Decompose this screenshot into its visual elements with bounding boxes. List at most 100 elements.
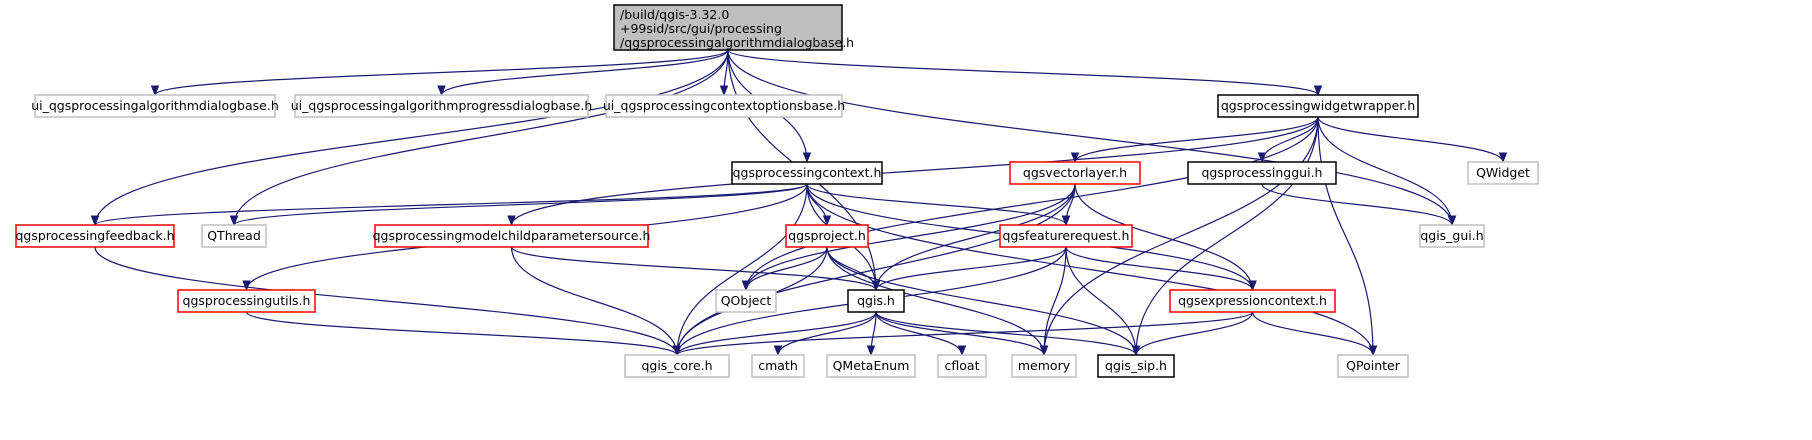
node-label: qgsprocessingmodelchildparametersource.h — [373, 228, 651, 243]
node-label: memory — [1018, 358, 1071, 373]
node-qobject[interactable]: QObject — [715, 289, 777, 313]
edge-project-to-qgissip — [826, 246, 1141, 357]
node-label: qgis_gui.h — [1420, 228, 1483, 243]
edge-context-to-feedback — [91, 183, 808, 227]
edge-vectorlayer-to-exprctx — [1074, 183, 1257, 292]
node-context[interactable]: qgsprocessingcontext.h — [731, 161, 883, 185]
node-qmetaenum[interactable]: QMetaEnum — [826, 354, 916, 378]
node-vectorlayer[interactable]: qgsvectorlayer.h — [1009, 161, 1141, 185]
node-widgetwrapper[interactable]: qgsprocessingwidgetwrapper.h — [1217, 94, 1419, 118]
node-box — [15, 224, 175, 248]
node-project[interactable]: qgsproject.h — [785, 224, 869, 248]
node-label: qgsvectorlayer.h — [1023, 165, 1127, 180]
edge-qgis-to-qgiscore — [672, 311, 877, 357]
edge-widgetwrapper-to-qwidget — [1317, 116, 1508, 164]
edge-widgetwrapper-to-memory — [1039, 116, 1319, 357]
node-qgisgui[interactable]: qgis_gui.h — [1419, 224, 1485, 248]
node-label: ui_qgsprocessingcontextoptionsbase.h — [603, 98, 845, 113]
node-box — [1217, 94, 1419, 118]
node-exprctx[interactable]: qgsexpressioncontext.h — [1169, 289, 1336, 313]
node-label: /build/qgis-3.32.0 — [620, 7, 729, 22]
edge-widgetwrapper-to-qgisgui — [1317, 116, 1457, 227]
node-label: qgsprocessingcontext.h — [733, 165, 882, 180]
edge-root-to-widgetwrapper — [727, 49, 1323, 97]
node-label: ui_qgsprocessingalgorithmprogressdialogb… — [291, 98, 593, 113]
node-label: /qgsprocessingalgorithmdialogbase.h — [620, 35, 854, 50]
node-qthread[interactable]: QThread — [201, 224, 267, 248]
edge-root-to-ui_algdlg — [150, 49, 729, 97]
node-box — [751, 354, 805, 378]
node-box — [785, 224, 869, 248]
edge-exprctx-to-qgissip — [1131, 311, 1254, 357]
edge-widgetwrapper-to-procgui — [1257, 116, 1319, 164]
edge-root-to-qgisgui — [727, 49, 1457, 227]
edge-featreq-to-qgis — [871, 246, 1067, 292]
node-label: QWidget — [1476, 165, 1530, 180]
node-feedback[interactable]: qgsprocessingfeedback.h — [15, 224, 175, 248]
edge-featreq-to-qgissip — [1065, 246, 1141, 357]
edge-project-to-qobject — [741, 246, 828, 292]
node-label: ui_qgsprocessingalgorithmdialogbase.h — [31, 98, 279, 113]
node-box — [731, 161, 883, 185]
edge-widgetwrapper-to-qobject — [741, 116, 1319, 292]
edge-root-to-feedback — [90, 49, 729, 227]
node-qwidget[interactable]: QWidget — [1467, 161, 1539, 185]
node-box — [1169, 289, 1336, 313]
node-box — [624, 354, 730, 378]
node-box — [715, 289, 777, 313]
node-label: QThread — [207, 228, 261, 243]
node-label: cmath — [758, 358, 798, 373]
edge-exprctx-to-qpointer — [1251, 311, 1378, 357]
node-qpointer[interactable]: QPointer — [1337, 354, 1409, 378]
edge-vectorlayer-to-qgiscore — [672, 183, 1076, 357]
node-label: QMetaEnum — [833, 358, 910, 373]
node-ui_progdlg[interactable]: ui_qgsprocessingalgorithmprogressdialogb… — [291, 94, 593, 118]
edge-widgetwrapper-to-vectorlayer — [1070, 116, 1319, 164]
node-qgiscore[interactable]: qgis_core.h — [624, 354, 730, 378]
node-label: qgis.h — [857, 293, 895, 308]
edge-featreq-to-exprctx — [1065, 246, 1257, 292]
node-cmath[interactable]: cmath — [751, 354, 805, 378]
node-box — [294, 94, 589, 118]
node-box — [1337, 354, 1409, 378]
node-box — [1419, 224, 1485, 248]
edges-layer — [90, 49, 1508, 357]
node-memory[interactable]: memory — [1011, 354, 1077, 378]
node-label: QPointer — [1346, 358, 1401, 373]
node-label: qgis_core.h — [641, 358, 712, 373]
node-box — [1097, 354, 1175, 378]
node-procgui[interactable]: qgsprocessinggui.h — [1187, 161, 1337, 185]
node-box — [1467, 161, 1539, 185]
node-root[interactable]: /build/qgis-3.32.0+99sid/src/gui/process… — [613, 4, 854, 51]
node-box — [826, 354, 916, 378]
edge-context-to-qthread — [229, 183, 808, 227]
edge-vectorlayer-to-qgis — [871, 183, 1076, 292]
edge-qgis-to-cfloat — [875, 311, 967, 357]
node-ui_ctxopt[interactable]: ui_qgsprocessingcontextoptionsbase.h — [603, 94, 845, 118]
edge-modelchild-to-qgiscore — [510, 246, 682, 357]
node-label: qgsprocessingutils.h — [183, 293, 311, 308]
node-cfloat[interactable]: cfloat — [937, 354, 987, 378]
node-box — [847, 289, 905, 313]
node-utils[interactable]: qgsprocessingutils.h — [177, 289, 316, 313]
edge-widgetwrapper-to-modelchild — [507, 116, 1319, 227]
node-qgissip[interactable]: qgis_sip.h — [1097, 354, 1175, 378]
node-modelchild[interactable]: qgsprocessingmodelchildparametersource.h — [373, 224, 651, 248]
node-box — [374, 224, 649, 248]
node-qgis[interactable]: qgis.h — [847, 289, 905, 313]
edge-qgis-to-qmetaenum — [866, 311, 877, 357]
node-box — [605, 94, 843, 118]
node-box — [937, 354, 987, 378]
edge-exprctx-to-qgiscore — [672, 311, 1254, 357]
node-ui_algdlg[interactable]: ui_qgsprocessingalgorithmdialogbase.h — [31, 94, 279, 118]
edge-root-to-qthread — [229, 49, 729, 227]
node-box — [613, 4, 843, 51]
node-label: qgsexpressioncontext.h — [1178, 293, 1327, 308]
edge-project-to-qgis — [826, 246, 881, 292]
node-featreq[interactable]: qgsfeaturerequest.h — [999, 224, 1133, 248]
node-box — [34, 94, 276, 118]
node-label: qgsfeaturerequest.h — [1003, 228, 1130, 243]
edge-qgis-to-qgissip — [875, 311, 1141, 357]
edge-procgui-to-qgisgui — [1261, 183, 1457, 227]
edge-qgis-to-cmath — [773, 311, 877, 357]
